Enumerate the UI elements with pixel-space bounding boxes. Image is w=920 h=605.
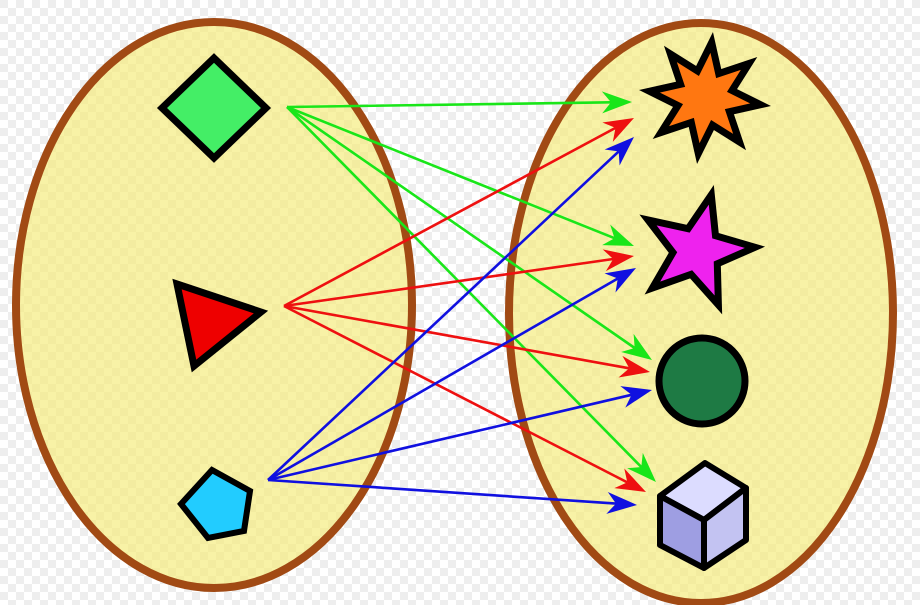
arrowhead-triangle-to-burst: [602, 118, 634, 142]
arrow-pentagon-to-burst: [267, 150, 620, 481]
circle-shape: [655, 334, 749, 428]
five-point-star-shape: [639, 184, 766, 315]
arrow-triangle-to-star: [283, 257, 614, 308]
arrow-triangle-to-burst: [283, 126, 617, 308]
arrowhead-pentagon-to-circle: [620, 386, 652, 408]
arrow-triangle-to-circle: [283, 304, 630, 370]
eight-point-star-shape: [639, 32, 771, 164]
pentagon-shape: [177, 466, 254, 542]
arrow-triangle-to-cube: [283, 304, 628, 484]
arrowhead-diamond-to-cube: [627, 452, 656, 482]
diamond-shape: [156, 53, 272, 163]
arrowhead-triangle-to-circle: [618, 355, 650, 378]
arrowhead-triangle-to-cube: [614, 468, 646, 492]
relation-arrows: [267, 91, 656, 514]
arrowhead-pentagon-to-cube: [606, 492, 637, 514]
arrow-diamond-to-circle: [286, 105, 636, 350]
arrowhead-triangle-to-star: [602, 249, 634, 272]
arrow-pentagon-to-cube: [267, 478, 617, 505]
arrow-pentagon-to-star: [267, 277, 619, 482]
arrowhead-diamond-to-star: [602, 224, 634, 246]
arrowhead-diamond-to-burst: [601, 91, 632, 114]
codomain-set-ellipse: [505, 19, 897, 605]
arrowhead-pentagon-to-burst: [604, 137, 634, 166]
arrowhead-pentagon-to-star: [604, 268, 636, 293]
cube-right-face: [701, 485, 749, 571]
arrowhead-diamond-to-circle: [621, 333, 652, 360]
arrow-pentagon-to-circle: [267, 393, 632, 482]
arrow-diamond-to-star: [286, 105, 615, 240]
cube-shape: [657, 460, 749, 571]
arrow-diamond-to-burst: [286, 101, 612, 109]
triangle-shape: [172, 278, 269, 373]
